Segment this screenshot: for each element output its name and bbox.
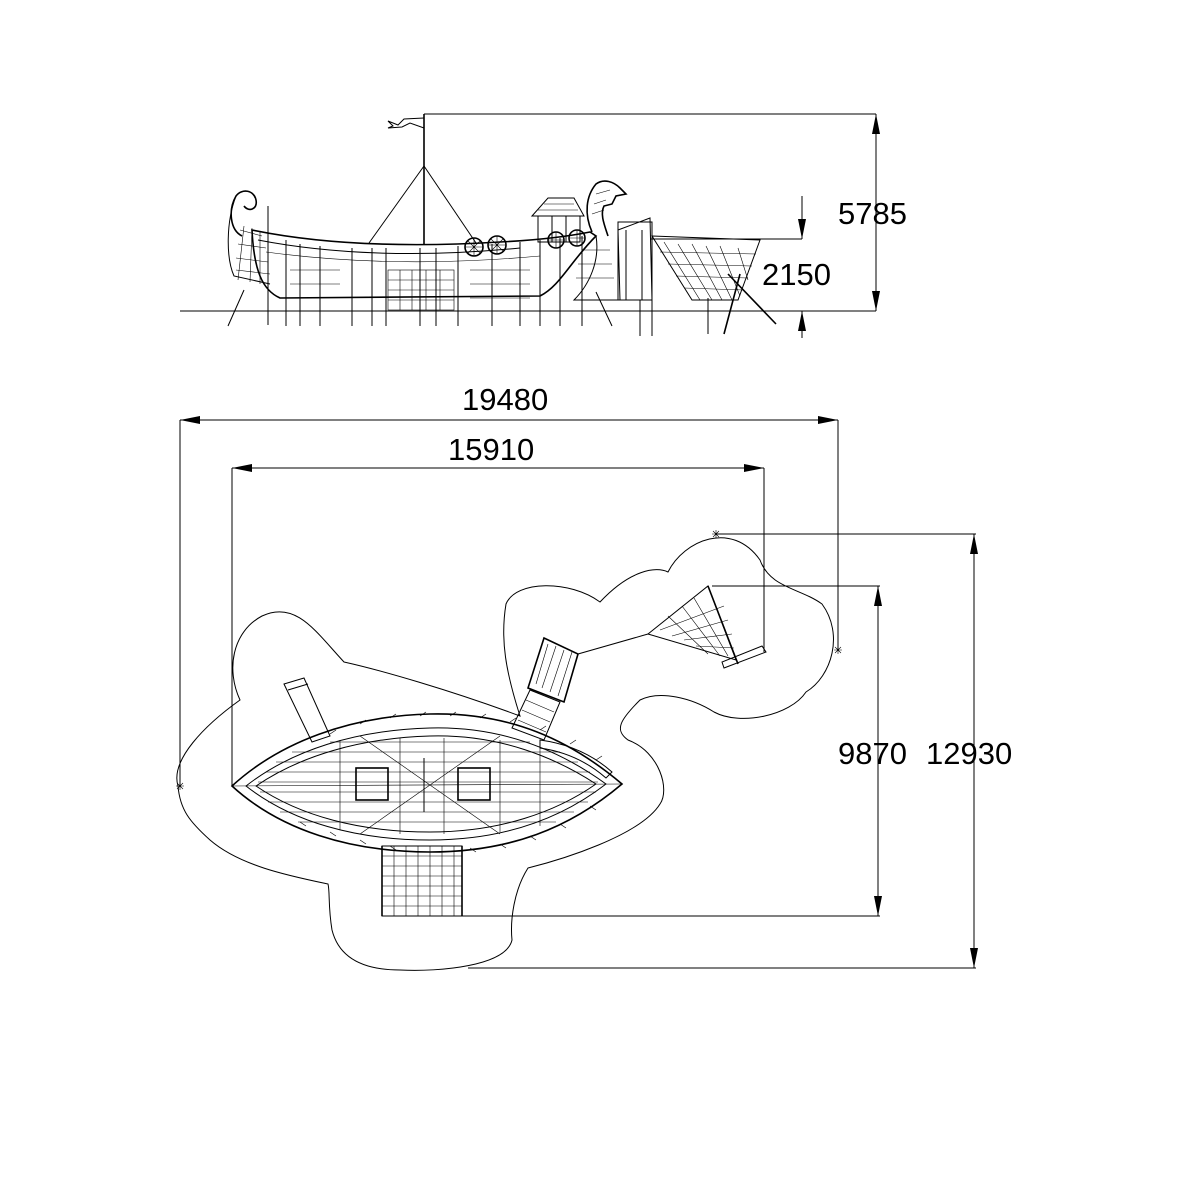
climbing-net-plan xyxy=(646,585,767,669)
ground-stakes xyxy=(227,289,613,327)
flag-icon xyxy=(387,117,425,129)
hull-rim-details xyxy=(299,711,603,853)
hull-plan-inner xyxy=(245,727,607,841)
dragon-head-ornament xyxy=(572,180,653,301)
slide-plan xyxy=(283,677,331,743)
hut-tower-plan xyxy=(511,633,649,741)
mast-rope-right xyxy=(423,165,477,244)
dim-overall-width: 12930 xyxy=(926,736,1012,771)
deck-planks xyxy=(258,738,598,834)
support-posts xyxy=(285,236,583,326)
dim-overall-length: 19480 xyxy=(462,382,548,417)
slide-tower xyxy=(617,221,653,336)
net-connector xyxy=(577,633,649,655)
stern-ornament xyxy=(227,190,271,325)
shield-icons xyxy=(464,229,586,257)
plan-view: 19480 15910 9870 12930 xyxy=(176,382,1012,971)
front-climbing-ladder xyxy=(381,845,463,917)
safety-zone-outline xyxy=(176,537,834,971)
dim-5785-arrows xyxy=(872,114,880,311)
side-elevation-view: 5785 2150 xyxy=(180,113,907,338)
deck-hatch-left xyxy=(355,767,389,801)
hut-tower xyxy=(530,197,585,243)
bow-rail xyxy=(539,739,613,779)
dim-equipment-width: 9870 xyxy=(838,736,907,771)
dim-total-height: 5785 xyxy=(838,196,907,231)
dim-equipment-length: 15910 xyxy=(448,432,534,467)
ladder-grid xyxy=(290,269,530,311)
mast-rope-left xyxy=(368,165,425,244)
dim-platform-height: 2150 xyxy=(762,257,831,292)
climbing-net-side xyxy=(651,235,777,335)
hull-centerline xyxy=(231,783,623,787)
deck-hatch-right xyxy=(457,767,491,801)
reference-markers xyxy=(176,530,842,790)
